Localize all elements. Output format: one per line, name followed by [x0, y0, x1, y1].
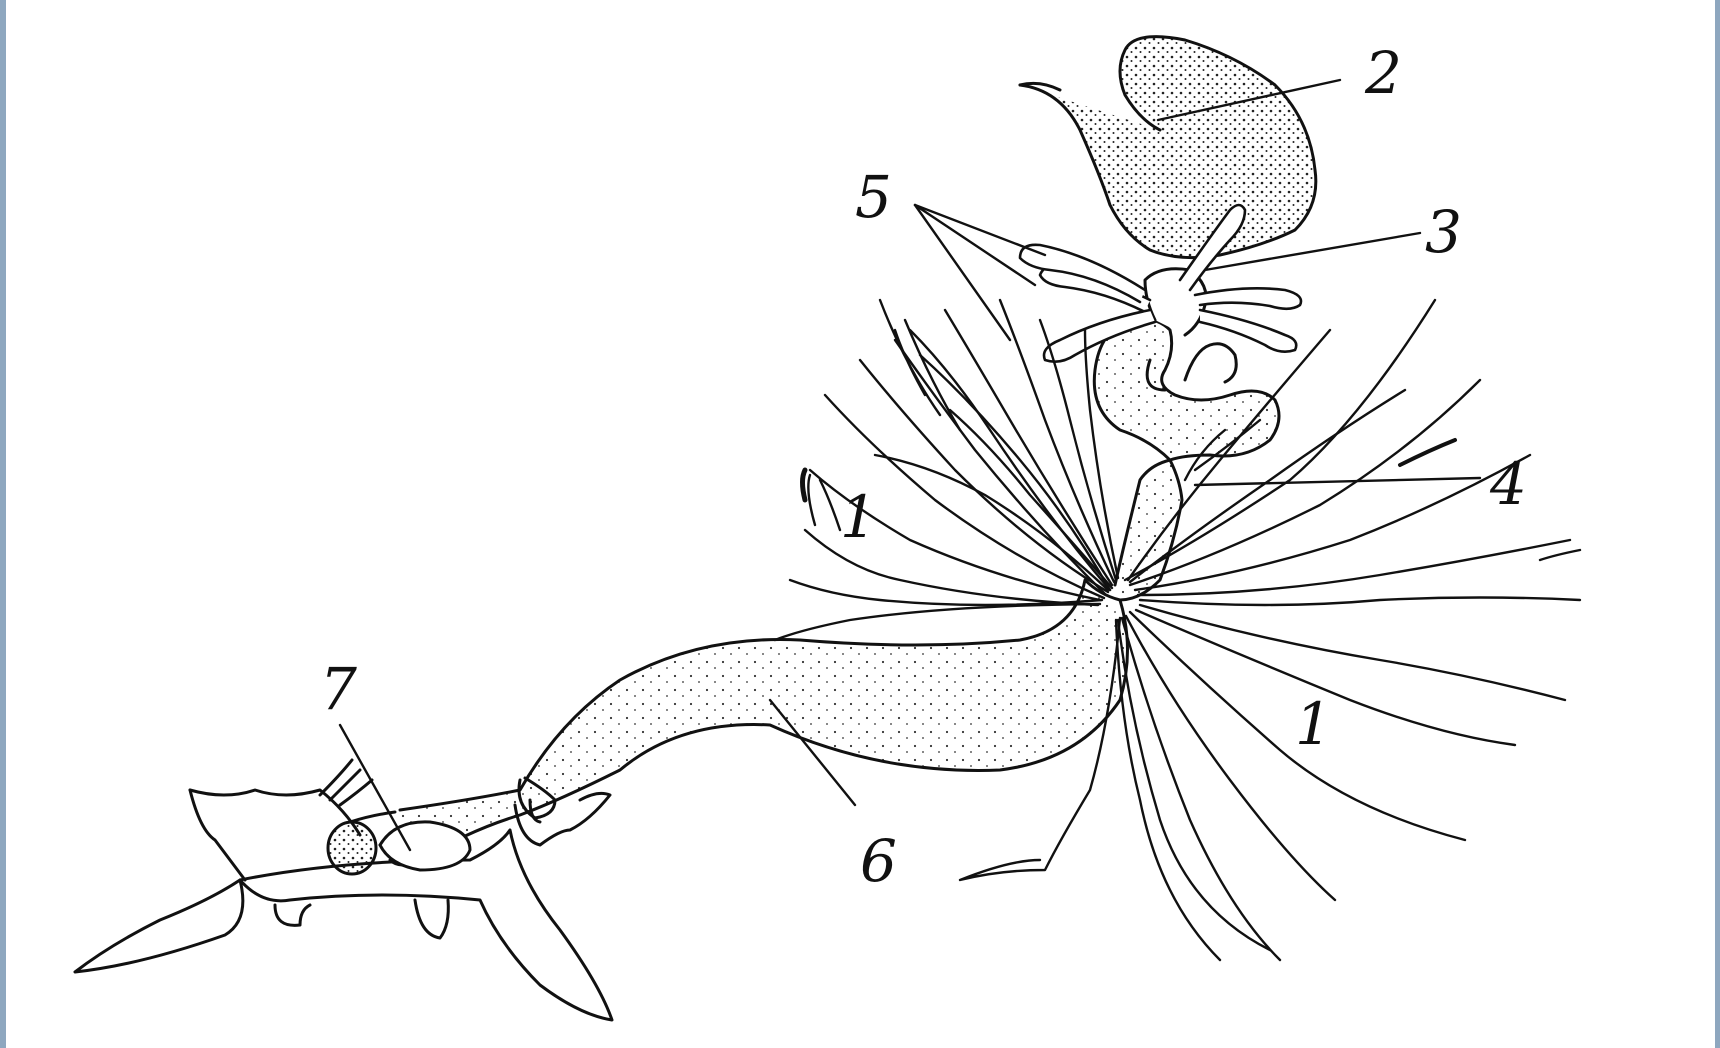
leader-5c [915, 205, 1010, 340]
leader-4 [1195, 478, 1480, 485]
label-1-right: 1 [1295, 695, 1332, 753]
label-4: 4 [1490, 455, 1527, 513]
label-7: 7 [320, 660, 357, 718]
label-6: 6 [860, 832, 897, 890]
label-2: 2 [1365, 44, 1402, 102]
label-3: 3 [1425, 203, 1462, 261]
body-stalk [328, 580, 1128, 874]
label-5: 5 [855, 168, 892, 226]
medusa-bell [1020, 37, 1316, 258]
label-1-left: 1 [840, 488, 877, 546]
